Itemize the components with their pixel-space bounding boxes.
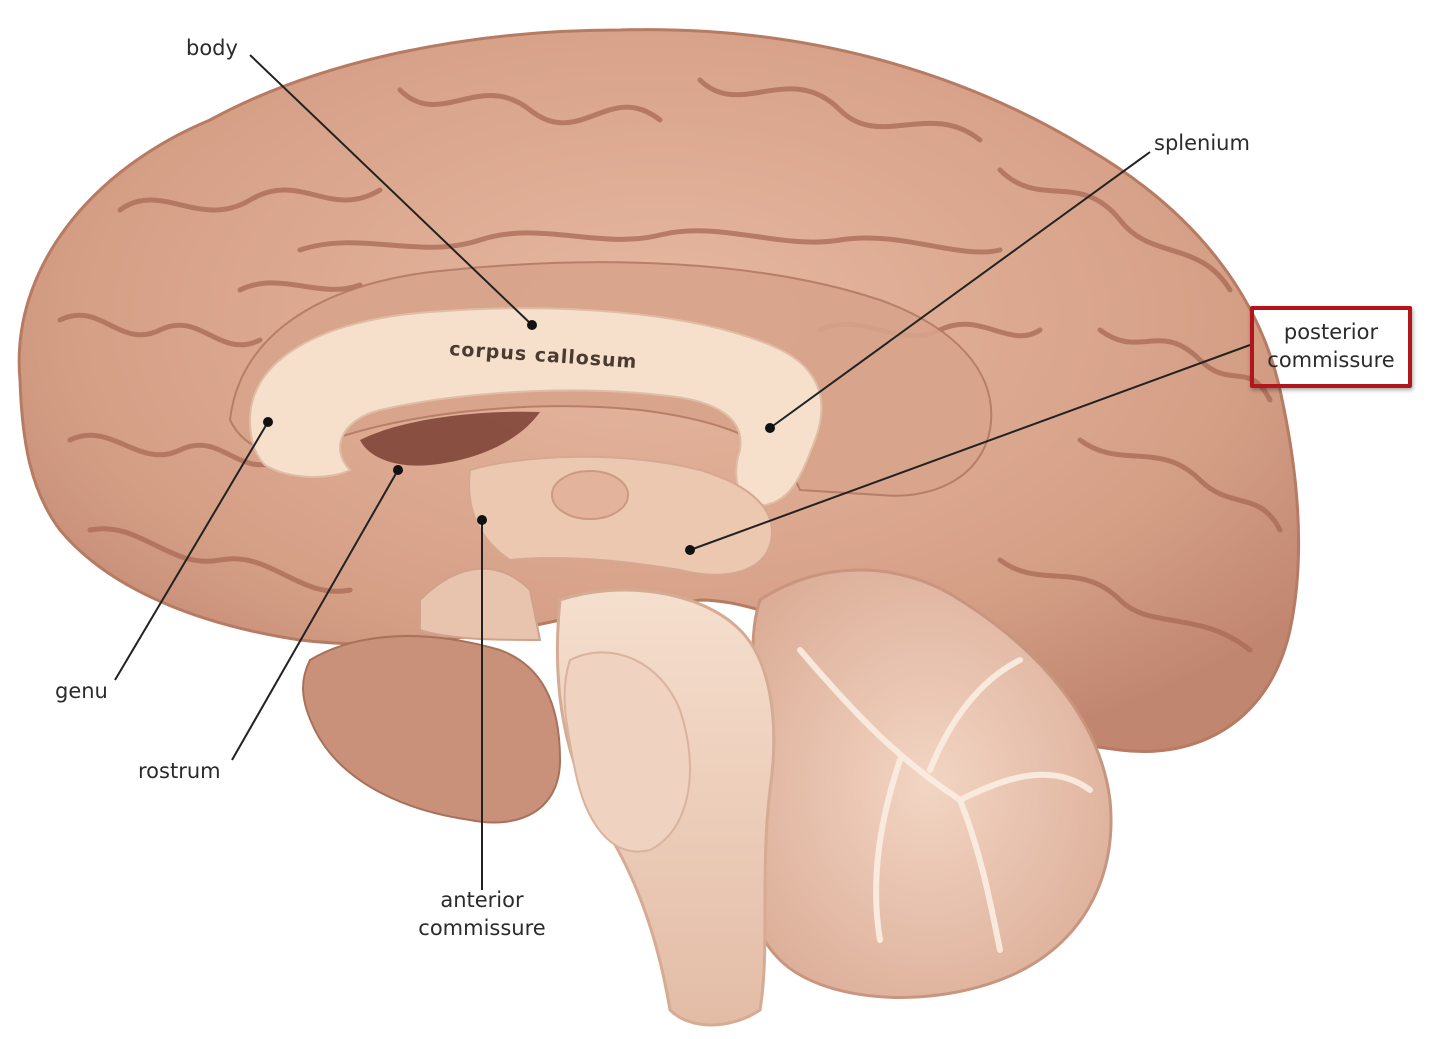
leader-dots xyxy=(263,320,775,555)
label-posterior-commissure-line1: posterior xyxy=(1283,320,1379,344)
label-posterior-commissure: posterior commissure xyxy=(1256,318,1406,374)
lateral-ventricle xyxy=(360,411,540,466)
label-splenium: splenium xyxy=(1154,131,1250,155)
label-body: body xyxy=(186,36,238,60)
label-anterior-commissure: anterior commissure xyxy=(400,886,564,942)
corpus-callosum xyxy=(248,307,823,507)
gyri-folds xyxy=(57,77,1283,653)
label-anterior-commissure-line2: commissure xyxy=(418,916,546,940)
thalamus-mass xyxy=(551,470,629,520)
label-rostrum: rostrum xyxy=(138,759,221,783)
pons xyxy=(563,651,691,853)
diencephalon xyxy=(468,455,773,576)
posterior-commissure-highlight-box xyxy=(1250,306,1412,388)
leader-lines xyxy=(114,54,1251,890)
label-genu: genu xyxy=(55,679,108,703)
arbor-vitae xyxy=(797,647,1093,953)
label-anterior-commissure-line1: anterior xyxy=(440,888,524,912)
label-posterior-commissure-line2: commissure xyxy=(1267,348,1395,372)
temporal-underside xyxy=(302,635,562,824)
